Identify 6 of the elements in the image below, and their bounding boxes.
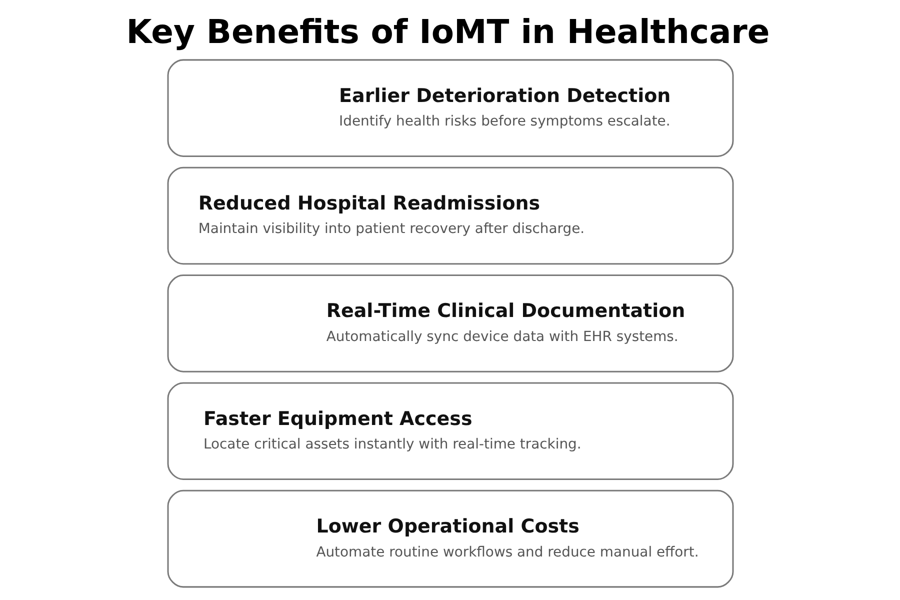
node-box: Lower Operational Costs Automate routine workflows and reduce manual effort. (166, 490, 734, 588)
diagram-title: Key Benefits of IoMT in Healthcare (126, 12, 770, 52)
node-box: Earlier Deterioration Detection Identify health risks before symptoms escalate. (166, 59, 734, 157)
node-box: Reduced Hospital Readmissions Maintain visibility into patient recovery after discharge. (166, 166, 734, 265)
node-box: Real-Time Clinical Documentation Automatically sync device data with EHR systems. (166, 274, 734, 372)
node-box: Faster Equipment Access Locate critical assets instantly with real-time tracking. (166, 382, 734, 480)
